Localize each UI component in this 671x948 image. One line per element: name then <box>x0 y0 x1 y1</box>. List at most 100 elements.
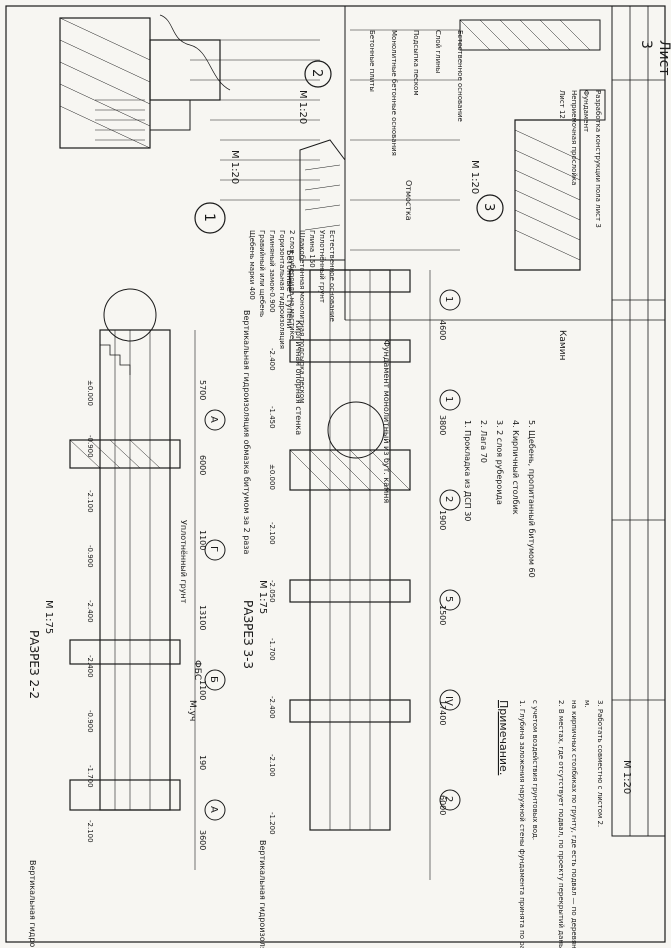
s33-elevation: -1.450 <box>268 406 276 429</box>
s22-elevation: -0.900 <box>86 710 94 733</box>
section-2-2-axes: А Г Б А <box>204 409 226 821</box>
s33-dimension: 3800 <box>438 415 447 435</box>
detail-2-note: Слой глины <box>434 30 442 73</box>
detail-3-number: 3 <box>481 203 496 211</box>
s22-dimension: 190 <box>198 755 207 770</box>
section-2-2-title: РАЗРЕЗ 2-2 <box>27 630 41 699</box>
detail-3-note: Фундамент <box>582 90 590 132</box>
s33-axis-marker <box>439 689 461 711</box>
section-3-3-title: РАЗРЕЗ 3-3 <box>241 600 255 669</box>
detail-3-marker <box>476 194 504 222</box>
s22-compacted-soil: Уплотнённый грунт <box>179 520 188 604</box>
section-2-2-scale: М 1:75 <box>43 600 54 634</box>
s22-elevation: -2.100 <box>86 490 94 513</box>
detail-1-note: 2 слоя рубероида на мастике <box>288 230 296 339</box>
section-2-2-slab <box>99 329 171 811</box>
s33-elevation: -0.900 <box>268 290 276 313</box>
s33-elevation: -2.050 <box>268 580 276 603</box>
detail-2-notes: Бетонные плиты Монолитные бетонные основа… <box>368 30 464 156</box>
s33-axis-label: 1 <box>443 296 454 302</box>
s22-vertical-waterproofing: Вертикальная гидроизоляция обмазка битум… <box>242 310 251 554</box>
s22-dimension: 5700 <box>198 380 207 400</box>
s33-axis-marker <box>439 289 461 311</box>
s22-axis-label: А <box>208 806 219 813</box>
note-line: 1. Глубина заложения наружной стены фунд… <box>518 700 526 948</box>
section-2-2: РАЗРЕЗ 2-2 М 1:75 А Г Б А 5700 6000 1100 13100… <box>27 288 251 948</box>
s33-axis-label: 1 <box>443 396 454 402</box>
general-notes: Примечание. 1. Глубина заложения наружно… <box>497 700 604 948</box>
note-line: м. <box>583 700 591 708</box>
detail-2-number: 2 <box>309 69 324 77</box>
s33-dimension: 1900 <box>438 510 447 530</box>
s22-dimension: 1100 <box>198 530 207 550</box>
s33-elevation: ±0.000 <box>268 464 276 490</box>
s33-kamin: Камин <box>557 330 567 361</box>
s22-axis-marker <box>204 539 226 561</box>
detail-3-notes: Лист 12 Неприемочная прослойка Фундамент Ра… <box>558 90 602 228</box>
detail-1-note: Уплотнённый грунт <box>318 230 326 303</box>
detail-2-note: Естественное основание <box>456 30 464 122</box>
detail-3-note: Неприемочная прослойка <box>570 90 578 185</box>
s22-elevation: -1.700 <box>86 765 94 788</box>
s22-elevation: -2.100 <box>86 820 94 843</box>
s33-elevation: -1.200 <box>268 812 276 835</box>
s33-otmostka: Отмостка <box>404 180 413 221</box>
s22-elevation: ±0.000 <box>86 380 94 406</box>
detail-2-note: Подсыпка песком <box>412 30 420 96</box>
s22-elevation: -2.400 <box>86 655 94 678</box>
s22-dimension: 6000 <box>198 455 207 475</box>
s33-axis-label: 5 <box>443 596 454 602</box>
detail-2-note: Монолитные бетонные основания <box>390 30 398 156</box>
s33-monolith: Фундамент монолитный из бут. камня <box>382 340 391 503</box>
sheet-number: 3 <box>638 40 654 49</box>
s33-dimension: 1500 <box>438 605 447 625</box>
s22-axis-label: А <box>208 416 219 423</box>
s22-elevation: -0.900 <box>86 435 94 458</box>
s33-dimension: 17400 <box>438 700 447 725</box>
notes-items: 1. Глубина заложения наружной стены фунд… <box>518 700 604 948</box>
section-2-2-elevations: ±0.000 -0.900 -2.100 -0.900 -2.400 -2.400 -0.9… <box>86 380 94 843</box>
detail-3: 3 М 1:20 Лист 12 Неприемочная прослойка Фу… <box>469 89 606 271</box>
s22-axis-marker <box>204 409 226 431</box>
detail-1-note: Щебень марки 400 <box>248 230 256 300</box>
detail-2-note: Бетонные плиты <box>368 30 376 92</box>
s33-axis-marker <box>439 589 461 611</box>
s33-elevation: -2.400 <box>268 348 276 371</box>
s22-axis-label: Б <box>208 676 219 683</box>
s22-vert-left: Вертикальная гидроизоляция <box>28 860 37 948</box>
legend-item: 5. Щебень, пропитанный битумом 60 <box>527 420 536 578</box>
detail-3-scale: М 1:20 <box>469 160 480 194</box>
sheet-frame <box>5 5 666 943</box>
s22-axis-label: Г <box>208 546 219 552</box>
s22-dimension: 13100 <box>198 605 207 630</box>
legend-item: 1. Прокладка из ДСП 30 <box>463 420 472 521</box>
note-line: на кирпичных столбиках по грунту, где ес… <box>570 700 578 948</box>
detail-1-note: Шлакобетонная монолитная подсыпка песком <box>298 230 306 403</box>
section-3-3-scale: М 1:75 <box>257 580 268 614</box>
s33-elevation: -1.700 <box>268 638 276 661</box>
detail-2-scale: М 1:20 <box>297 90 308 124</box>
s33-dimension: 4600 <box>438 320 447 340</box>
note-line: 3. Работать совместно с листом 2. <box>596 700 604 827</box>
s33-axis-label: 2 <box>443 496 454 502</box>
s22-axis-marker <box>204 669 226 691</box>
s22-dimension: 3600 <box>198 830 207 850</box>
legend-item: 3. 2 слоя рубероида <box>495 420 504 505</box>
s22-elevation: -2.400 <box>86 600 94 623</box>
detail-1-number: 1 <box>201 213 217 222</box>
s22-elevation: -0.900 <box>86 545 94 568</box>
detail-1-note: Глина 150 <box>308 230 316 268</box>
sheet-label: Лист <box>656 40 671 75</box>
detail-1-note: Глиняный замок <box>268 230 276 291</box>
detail-3-note: Разработка конструкции пола лист 3 <box>594 90 602 228</box>
detail-1-marker <box>194 202 226 234</box>
detail-1-note: Естественное основание <box>328 230 336 322</box>
s22-mk: М.уч <box>187 700 197 721</box>
detail-2-marker <box>304 60 332 88</box>
detail-3-note: Лист 12 <box>558 90 566 119</box>
